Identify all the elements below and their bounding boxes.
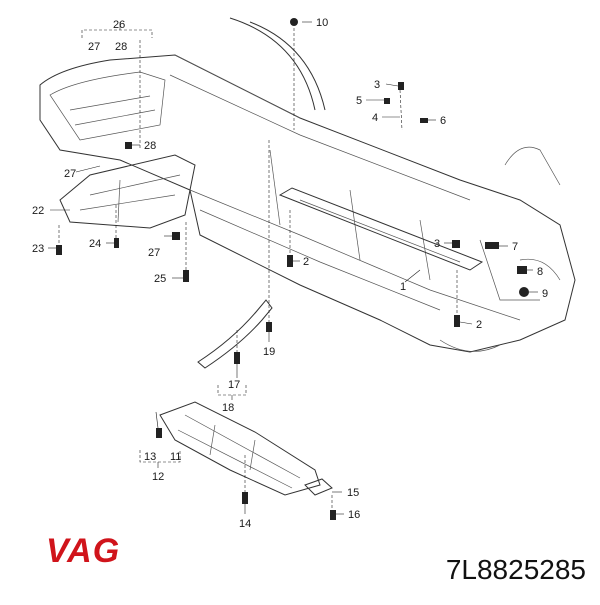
callout-28-top: 28 xyxy=(115,41,127,53)
fastener-24 xyxy=(114,238,119,248)
callout-11: 11 xyxy=(170,451,181,463)
callout-24: 24 xyxy=(89,238,101,250)
vehicle-underbody xyxy=(39,17,576,353)
callout-26: 26 xyxy=(113,19,125,31)
part-12-rear-panel xyxy=(159,401,321,496)
callout-28: 28 xyxy=(144,140,156,152)
callout-1: 1 xyxy=(400,281,406,293)
callout-27-mid: 27 xyxy=(148,247,160,259)
leader-lines xyxy=(48,21,538,515)
fastener-2a xyxy=(287,255,293,267)
callout-8: 8 xyxy=(537,266,543,278)
fastener-3a xyxy=(398,82,404,90)
fastener-10 xyxy=(290,18,298,26)
fastener-3b xyxy=(452,240,460,248)
fastener-5 xyxy=(384,98,390,104)
fastener-28 xyxy=(125,142,132,149)
callout-22: 22 xyxy=(32,205,44,217)
callout-18: 18 xyxy=(222,402,234,414)
callout-3-lower: 3 xyxy=(434,238,440,250)
fastener-16 xyxy=(330,510,336,520)
part-1-center-rail xyxy=(278,187,484,271)
callout-23: 23 xyxy=(32,243,44,255)
callout-12: 12 xyxy=(152,471,164,483)
callout-5: 5 xyxy=(356,95,362,107)
callout-27-left: 27 xyxy=(64,168,76,180)
callout-2-mid: 2 xyxy=(303,256,309,268)
callout-7: 7 xyxy=(512,241,518,253)
fastener-17 xyxy=(234,352,240,364)
fastener-14 xyxy=(242,492,248,504)
fasteners xyxy=(56,18,529,520)
callout-9: 9 xyxy=(542,288,548,300)
fastener-27 xyxy=(172,232,180,240)
callout-15: 15 xyxy=(347,487,359,499)
fastener-8 xyxy=(517,266,527,274)
callout-14: 14 xyxy=(239,518,251,530)
part-18-bracket xyxy=(197,299,273,369)
callout-2-lower: 2 xyxy=(476,319,482,331)
part-number: 7L8825285 xyxy=(445,554,586,585)
part-22-front-panel xyxy=(59,154,196,229)
callout-10: 10 xyxy=(316,17,328,29)
part-15-pad xyxy=(304,478,333,496)
callout-17: 17 xyxy=(228,379,240,391)
fastener-25 xyxy=(183,270,189,282)
callout-4: 4 xyxy=(372,112,378,124)
callout-labels: 26 27 28 28 10 3 5 4 6 27 22 23 24 27 25… xyxy=(32,17,548,530)
fastener-9 xyxy=(519,287,529,297)
callout-25: 25 xyxy=(154,273,166,285)
callout-3-upper: 3 xyxy=(374,79,380,91)
callout-13: 13 xyxy=(144,451,156,463)
fastener-19 xyxy=(266,322,272,332)
callout-16: 16 xyxy=(348,509,360,521)
fastener-6 xyxy=(420,118,428,123)
callout-6: 6 xyxy=(440,115,446,127)
fastener-23 xyxy=(56,245,62,255)
brand-logo: VAG xyxy=(46,532,121,570)
fastener-13 xyxy=(156,428,162,438)
callout-19: 19 xyxy=(263,346,275,358)
callout-27-top: 27 xyxy=(88,41,100,53)
fastener-7 xyxy=(485,242,499,249)
fastener-2b xyxy=(454,315,460,327)
